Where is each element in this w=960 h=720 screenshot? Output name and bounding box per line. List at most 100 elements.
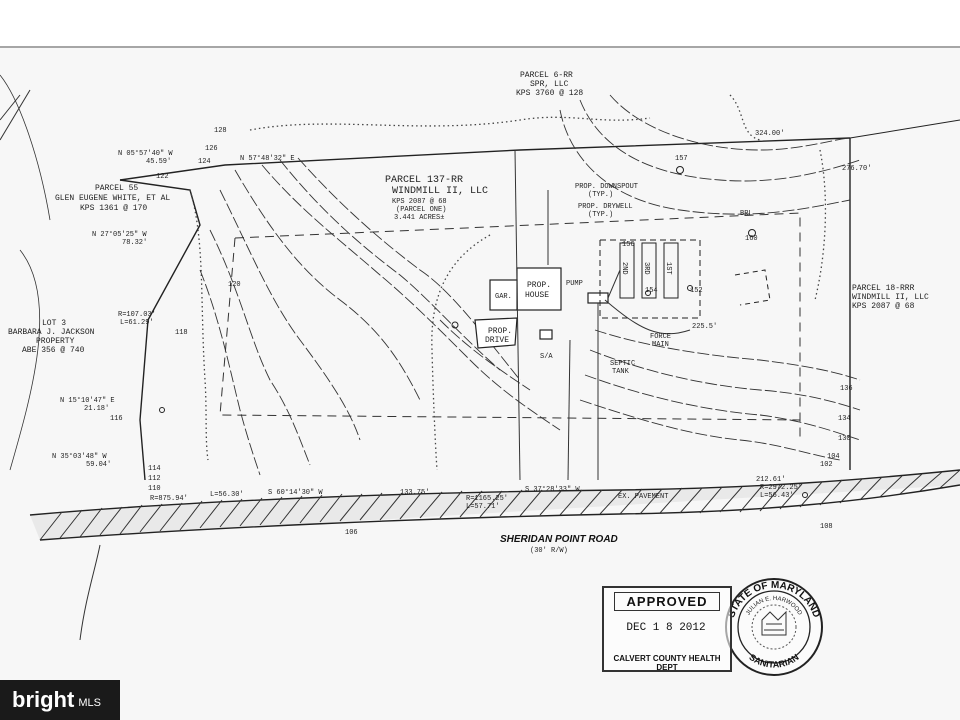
sheridan-point-road: [0, 74, 960, 641]
road-hatching: [39, 469, 960, 541]
proposed-structures: [474, 267, 609, 349]
drive-label-1: PROP.: [488, 327, 512, 336]
bearing-9: 133.75': [400, 489, 429, 497]
trench-label-1st: 1ST: [664, 262, 672, 275]
bearing-5b: 21.18': [84, 405, 109, 413]
west-parcel-line-3: KPS 1361 @ 170: [80, 204, 147, 213]
bearing-13a: R=2972.25': [760, 484, 802, 492]
house-label-2: HOUSE: [525, 291, 549, 300]
elev-118: 118: [175, 329, 188, 337]
bearing-2: N 57°48'32" E: [240, 154, 295, 163]
stamp-title: APPROVED: [614, 592, 720, 611]
bearing-15: 276.70': [842, 165, 871, 173]
north-parcel-line-3: KPS 3760 @ 128: [516, 89, 583, 98]
elev-104: 104: [827, 453, 840, 461]
lot3-line-4: ABE 356 @ 740: [22, 346, 85, 355]
elev-152: 152: [690, 287, 703, 295]
bearing-1a: N 05°57'40" W: [118, 149, 173, 158]
west-parcel-line-2: GLEN EUGENE WHITE, ET AL: [55, 194, 170, 203]
garage-outline: [489, 279, 518, 311]
north-line-extension: [849, 119, 960, 139]
drywell-label-2: (TYP.): [588, 211, 613, 219]
drive-label-2: DRIVE: [485, 336, 509, 345]
bearing-4a: R=107.03': [118, 311, 156, 319]
elev-154: 154: [645, 287, 658, 295]
bearing-10a: R=1165.25': [466, 495, 508, 503]
north-parcel-line-2: SPR, LLC: [530, 80, 569, 89]
plan-labels: PARCEL 6-RR SPR, LLC KPS 3760 @ 128 PARC…: [8, 71, 929, 555]
house-label-1: PROP.: [527, 281, 551, 290]
site-markers: [159, 166, 808, 498]
bearing-5a: N 15°10'47" E: [60, 396, 115, 405]
drain-field: [599, 239, 771, 319]
logo-brand: bright: [12, 687, 75, 712]
elev-116: 116: [110, 415, 123, 423]
drive-outline: [474, 317, 518, 349]
east-parcel-line-2: WINDMILL II, LLC: [852, 293, 929, 302]
state-of-maryland-seal: STATE OF MARYLAND SANITARIAN JULIAN E. H…: [725, 578, 823, 676]
stamp-department: CALVERT COUNTY HEALTH DEPT: [613, 654, 721, 672]
septic-tank-box: [539, 329, 553, 340]
subject-parcel-line-3: KPS 2087 @ 68: [392, 198, 447, 206]
elev-156: 156: [622, 241, 635, 249]
elev-108: 108: [820, 523, 833, 531]
property-boundary: [119, 137, 851, 481]
bearing-3b: 78.32': [122, 239, 147, 247]
bearing-6b: 59.04': [86, 461, 111, 469]
utility-lines: [514, 149, 691, 481]
road-name: SHERIDAN POINT ROAD: [500, 534, 618, 545]
elev-157: 157: [675, 155, 688, 163]
west-parcel-line-1: PARCEL 55: [95, 184, 138, 193]
elev-114: 114: [148, 465, 161, 473]
elev-136: 136: [840, 385, 853, 393]
bearing-1b: 45.59': [146, 158, 171, 166]
force-main-label-2: MAIN: [652, 341, 669, 349]
elev-110: 110: [148, 485, 161, 493]
trench-label-3rd: 3RD: [642, 262, 650, 275]
bearing-14: 324.00': [755, 130, 784, 138]
east-parcel-line-3: KPS 2087 @ 68: [852, 302, 915, 311]
garage-label: GAR.: [495, 293, 512, 301]
road-row: (30' R/W): [530, 547, 568, 555]
bearing-13b: L=56.43': [760, 492, 794, 500]
bearing-12: 212.61': [756, 476, 785, 484]
subject-parcel-line-5: 3.441 ACRES±: [394, 214, 444, 222]
lot3-line-2: BARBARA J. JACKSON: [8, 328, 95, 337]
bearing-7a: R=875.94': [150, 495, 188, 503]
bright-mls-logo: bright MLS: [0, 680, 120, 720]
trench-label-2nd: 2ND: [620, 262, 628, 275]
pump-box: [587, 292, 609, 304]
lot3-line-3: PROPERTY: [36, 337, 75, 346]
bearing-7b: L=56.30': [210, 491, 244, 499]
elev-124: 124: [198, 158, 211, 166]
brl-label: BRL: [740, 210, 753, 218]
bearing-6a: N 35°03'48" W: [52, 452, 107, 461]
septic-label-2: TANK: [612, 368, 630, 376]
subject-parcel-line-4: (PARCEL ONE): [396, 206, 446, 214]
seal-emblem-icon: [761, 610, 787, 636]
elev-122: 122: [156, 173, 169, 181]
tree-lines: [189, 94, 827, 471]
bearing-10b: L=57.71': [466, 503, 500, 511]
stamp-date: DEC 1 8 2012: [626, 622, 706, 634]
approved-stamp: APPROVED DEC 1 8 2012 CALVERT COUNTY HEA…: [602, 586, 732, 672]
logo-suffix: MLS: [78, 697, 101, 709]
force-main-label-1: FORCE: [650, 333, 671, 341]
elev-112: 112: [148, 475, 161, 483]
bearing-3a: N 27°05'25" W: [92, 230, 147, 239]
drywell-label-1: PROP. DRYWELL: [578, 203, 633, 211]
bearing-8: S 60°14'30" W: [268, 488, 323, 497]
elev-128: 128: [214, 127, 227, 135]
pump-label: PUMP: [566, 280, 583, 288]
elev-102: 102: [820, 461, 833, 469]
sa-label: S/A: [540, 353, 553, 361]
bearing-4b: L=61.29': [120, 319, 154, 327]
downspout-label-2: (TYP.): [588, 191, 613, 199]
elev-130: 130: [838, 435, 851, 443]
downspout-label-1: PROP. DOWNSPOUT: [575, 183, 638, 191]
elev-106: 106: [345, 529, 358, 537]
east-parcel-line-1: PARCEL 18-RRR: [852, 284, 915, 293]
elev-120: 120: [228, 281, 241, 289]
